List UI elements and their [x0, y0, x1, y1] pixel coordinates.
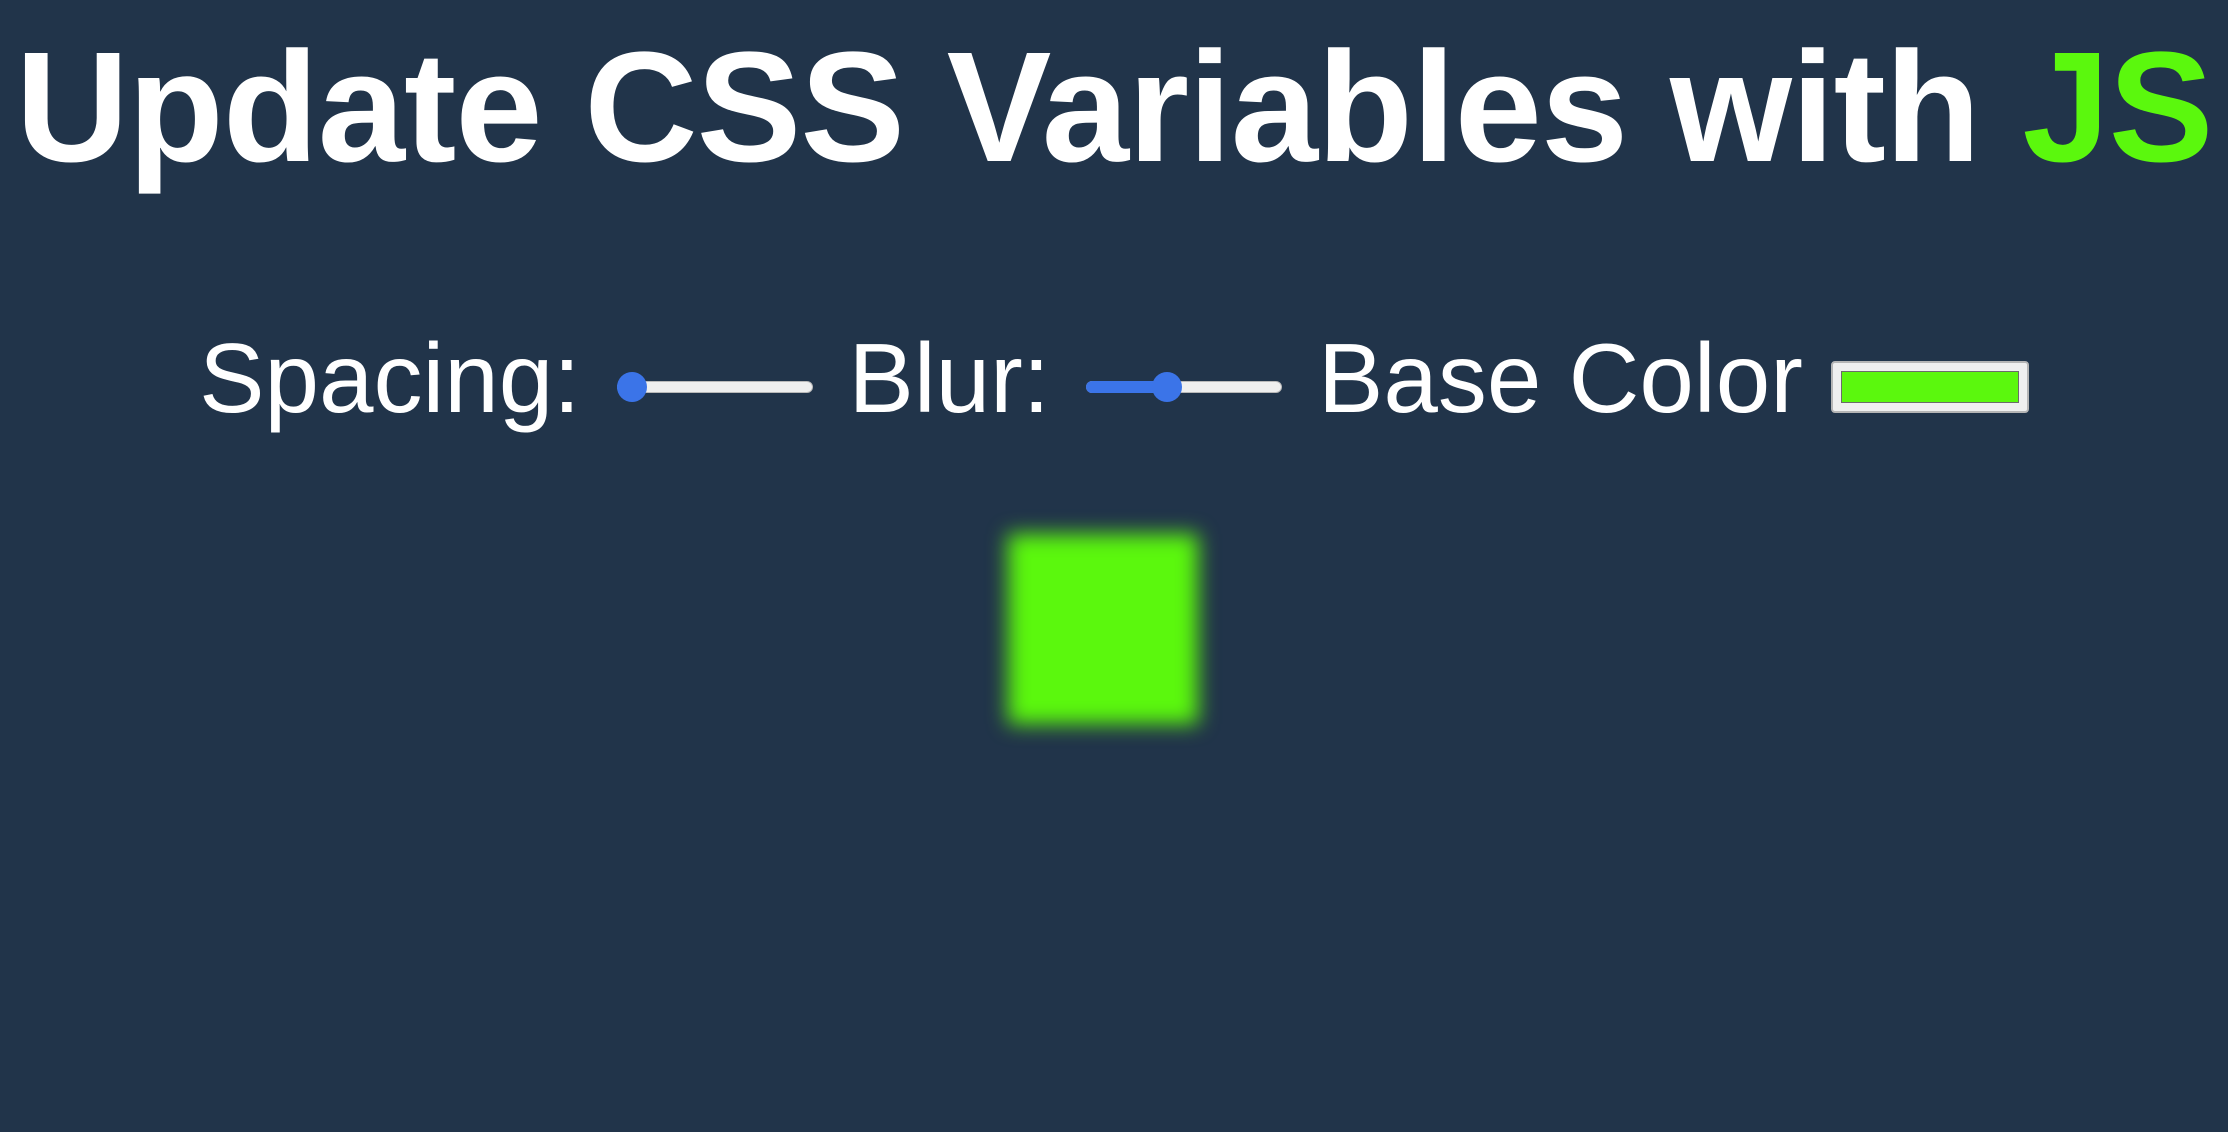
base-color-swatch	[1840, 371, 2019, 403]
blur-slider[interactable]	[1086, 369, 1283, 405]
base-color-picker[interactable]	[1830, 361, 2029, 413]
title-text: Update CSS Variables with	[15, 20, 2023, 195]
controls-bar: Spacing: Blur: Base Color	[0, 318, 2228, 438]
spacing-slider[interactable]	[616, 369, 813, 405]
preview-image	[1008, 534, 1198, 724]
blur-label: Blur:	[848, 323, 1051, 433]
spacing-slider-thumb[interactable]	[616, 372, 647, 402]
blur-slider-thumb[interactable]	[1152, 372, 1183, 402]
base-color-label: Base Color	[1318, 323, 1803, 433]
title-highlight: JS	[2022, 20, 2213, 195]
spacing-label: Spacing:	[199, 323, 581, 433]
blur-slider-fill	[1086, 381, 1168, 393]
page-title: Update CSS Variables with JS	[0, 18, 2228, 198]
